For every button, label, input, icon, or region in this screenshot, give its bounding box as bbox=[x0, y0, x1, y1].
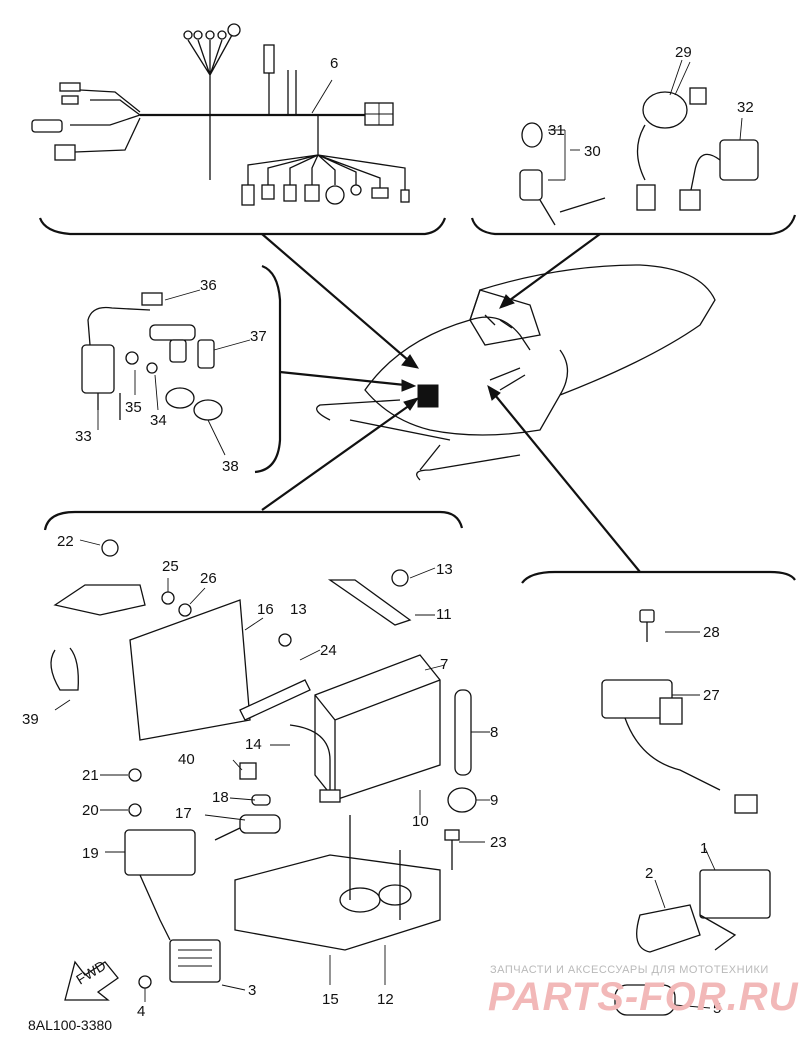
callout-12: 12 bbox=[377, 991, 394, 1008]
watermark-logo: PARTS-FOR.RU bbox=[488, 975, 799, 1019]
callout-39: 39 bbox=[22, 711, 39, 728]
callout-22: 22 bbox=[57, 533, 74, 550]
resistor-5 bbox=[614, 984, 676, 1016]
fuse-17 bbox=[214, 794, 281, 841]
callout-14: 14 bbox=[245, 736, 262, 753]
fwd-arrow-icon: FWD bbox=[64, 957, 119, 1001]
cables-14 bbox=[239, 724, 341, 803]
callout-9: 9 bbox=[490, 792, 498, 809]
rectifier-3 bbox=[138, 939, 221, 989]
callout-17: 17 bbox=[175, 805, 192, 822]
callout-16: 16 bbox=[257, 601, 274, 618]
ignition-coil bbox=[81, 306, 151, 420]
callout-29: 29 bbox=[675, 44, 692, 61]
wire-harness bbox=[31, 23, 410, 206]
callout-4: 4 bbox=[137, 1003, 145, 1020]
callout-7: 7 bbox=[440, 656, 448, 673]
panel-switch-lower bbox=[521, 570, 796, 584]
regulator-19 bbox=[124, 768, 196, 941]
clamp-39 bbox=[50, 647, 79, 691]
battery-7 bbox=[314, 654, 441, 801]
panel-switches bbox=[470, 214, 797, 236]
bracket-24 bbox=[239, 679, 311, 721]
callout-2: 2 bbox=[645, 865, 653, 882]
leader-lines bbox=[54, 61, 716, 1009]
switch-27 bbox=[601, 679, 758, 814]
callout-13-top: 13 bbox=[436, 561, 453, 578]
band-8 bbox=[454, 689, 472, 776]
bracket-22 bbox=[53, 539, 146, 616]
callout-28: 28 bbox=[703, 624, 720, 641]
callout-15: 15 bbox=[322, 991, 339, 1008]
callout-30: 30 bbox=[584, 143, 601, 160]
pointer-arrows bbox=[261, 233, 641, 573]
callout-11: 11 bbox=[436, 606, 452, 623]
grommets bbox=[125, 351, 223, 421]
bolt-28 bbox=[639, 609, 655, 642]
cover-16 bbox=[129, 591, 251, 741]
tray-15 bbox=[234, 815, 441, 951]
panel-ignition bbox=[254, 264, 282, 474]
callout-38: 38 bbox=[222, 458, 239, 475]
callout-6: 6 bbox=[330, 55, 338, 72]
callout-35: 35 bbox=[125, 399, 142, 416]
callout-3: 3 bbox=[248, 982, 256, 999]
panel-wire-harness bbox=[38, 217, 447, 236]
callout-23: 23 bbox=[490, 834, 507, 851]
plug-cap bbox=[141, 292, 215, 369]
callout-numbers: 6 29 32 31 30 36 37 35 34 33 38 22 25 26… bbox=[22, 44, 754, 1020]
callout-36: 36 bbox=[200, 277, 217, 294]
callout-10: 10 bbox=[412, 813, 429, 830]
callout-31: 31 bbox=[548, 122, 565, 139]
callout-33: 33 bbox=[75, 428, 92, 445]
callout-27: 27 bbox=[703, 687, 720, 704]
callout-20: 20 bbox=[82, 802, 99, 819]
cap-13 bbox=[278, 569, 409, 647]
callout-24: 24 bbox=[320, 642, 337, 659]
callout-13-mid: 13 bbox=[290, 601, 307, 618]
clamp-2 bbox=[636, 904, 701, 953]
watermark-caption: ЗАПЧАСТИ И АКСЕССУАРЫ ДЛЯ МОТОТЕХНИКИ bbox=[490, 964, 769, 976]
strap-11 bbox=[327, 579, 412, 626]
damper-9 bbox=[447, 787, 477, 813]
callout-19: 19 bbox=[82, 845, 99, 862]
indicator-lamp bbox=[519, 122, 606, 226]
callout-8: 8 bbox=[490, 724, 498, 741]
key-switch-assy bbox=[636, 59, 707, 211]
cdi-unit-1 bbox=[699, 869, 771, 951]
callout-40: 40 bbox=[178, 751, 195, 768]
snowmobile-body bbox=[316, 264, 716, 481]
callout-26: 26 bbox=[200, 570, 217, 587]
callout-34: 34 bbox=[150, 412, 167, 429]
callout-37: 37 bbox=[250, 328, 267, 345]
callout-5: 5 bbox=[713, 1000, 721, 1017]
relay-assy bbox=[679, 117, 759, 211]
callout-32: 32 bbox=[737, 99, 754, 116]
callout-21: 21 bbox=[82, 767, 99, 784]
diagram-code: 8AL100-3380 bbox=[28, 1017, 112, 1033]
callout-18: 18 bbox=[212, 789, 229, 806]
callout-1: 1 bbox=[700, 840, 708, 857]
bolt-23 bbox=[444, 829, 460, 870]
panel-electrical bbox=[43, 510, 464, 531]
callout-25: 25 bbox=[162, 558, 179, 575]
